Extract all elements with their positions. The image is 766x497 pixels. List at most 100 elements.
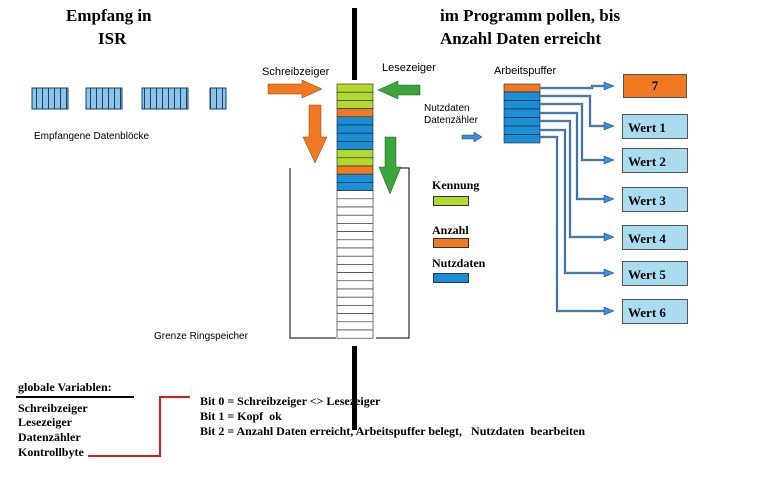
ring-buffer-cell-empty	[336, 296, 374, 306]
legend-kennung-swatch	[433, 196, 469, 206]
ring-buffer	[336, 83, 374, 339]
work-buffer-cell-nutzdaten	[503, 108, 541, 118]
global-var-lesezeiger: Lesezeiger	[18, 415, 72, 429]
ring-buffer-cell-anzahl	[336, 108, 374, 118]
received-data-blocks	[31, 87, 227, 110]
ring-buffer-cell-empty	[336, 329, 374, 339]
empfangene-datenbloecke-label: Empfangene Datenblöcke	[34, 131, 150, 142]
ring-buffer-cell-empty	[336, 321, 374, 331]
datenzaehler-arrow	[461, 131, 483, 143]
connector-line-6	[540, 135, 606, 313]
output-box-wert3: Wert 3	[622, 187, 688, 212]
work-buffer-cell-anzahl	[503, 83, 541, 93]
ring-buffer-cell-empty	[336, 223, 374, 232]
ring-buffer-cell-empty	[336, 247, 374, 257]
output-box-wert1: Wert 1	[622, 114, 688, 139]
lesezeiger-label: Lesezeiger	[382, 62, 436, 74]
ring-buffer-cell-empty	[336, 239, 374, 249]
connector-line-5	[540, 128, 606, 275]
arbeitspuffer-buffer	[503, 83, 541, 144]
kontrollbyte-connector	[88, 396, 190, 457]
lesezeiger-arrow	[377, 80, 421, 100]
output-box-wert2: Wert 2	[622, 148, 688, 173]
ring-buffer-cell-empty	[336, 264, 374, 273]
global-var-kontrollbyte: Kontrollbyte	[18, 445, 84, 459]
ring-buffer-cell-empty	[336, 305, 374, 314]
ring-buffer-cell-empty	[336, 190, 374, 200]
schreibzeiger-label: Schreibzeiger	[262, 66, 330, 78]
connector-arrowhead-3	[603, 194, 615, 204]
legend-anzahl-label: Anzahl	[432, 223, 469, 237]
work-buffer-cell-nutzdaten	[503, 125, 541, 135]
work-buffer-cell-nutzdaten	[503, 117, 541, 127]
ring-buffer-cell-nutzdaten	[336, 124, 374, 134]
ring-buffer-cell-empty	[336, 288, 374, 298]
legend-anzahl-swatch	[433, 238, 469, 248]
ring-buffer-cell-kennung	[336, 83, 374, 93]
connector-arrowhead-5	[603, 268, 615, 278]
legend-kennung-label: Kennung	[432, 178, 480, 192]
output-box-wert5: Wert 5	[622, 261, 688, 286]
ring-buffer-cell-kennung	[336, 149, 374, 159]
connector-arrowhead-4	[603, 232, 615, 242]
arbeitspuffer-label: Arbeitspuffer	[494, 65, 557, 77]
center-divider-top	[352, 8, 357, 80]
lesezeiger-down-arrow	[378, 136, 402, 195]
bit1-description: Bit 1 = Kopf ok	[200, 409, 282, 423]
ring-buffer-cell-nutzdaten	[336, 173, 374, 183]
ring-buffer-cell-empty	[336, 272, 374, 282]
output-connectors	[540, 81, 615, 316]
ring-buffer-cell-nutzdaten	[336, 182, 374, 191]
global-var-datenzaehler: Datenzähler	[18, 430, 81, 444]
datenzaehler-label: Datenzähler	[424, 115, 478, 126]
ring-buffer-cell-empty	[336, 255, 374, 265]
connector-line-3	[540, 112, 606, 200]
globals-heading: globale Variablen:	[18, 380, 112, 394]
connector-arrowhead-1	[603, 121, 615, 131]
ring-buffer-cell-empty	[336, 313, 374, 323]
ring-buffer-cell-nutzdaten	[336, 116, 374, 126]
ring-buffer-cell-empty	[336, 206, 374, 216]
ring-buffer-cell-empty	[336, 198, 374, 208]
ring-buffer-cell-empty	[336, 280, 374, 290]
connector-arrowhead-2	[603, 155, 615, 165]
ring-buffer-cell-nutzdaten	[336, 132, 374, 142]
legend-nutzdaten-label: Nutzdaten	[432, 256, 486, 270]
bit0-description: Bit 0 = Schreibzeiger <> Lesezeiger	[200, 394, 381, 408]
title-left-line1: Empfang in	[66, 6, 152, 25]
center-divider-bottom	[352, 346, 357, 430]
nutzdaten-label: Nutzdaten	[424, 103, 470, 114]
connector-line-1	[540, 95, 606, 127]
connector-arrowhead-0	[603, 81, 615, 91]
work-buffer-cell-nutzdaten	[503, 134, 541, 144]
grenze-ringspeicher-label: Grenze Ringspeicher	[154, 331, 248, 342]
connector-line-2	[540, 103, 606, 161]
work-buffer-cell-nutzdaten	[503, 100, 541, 110]
ring-buffer-cell-empty	[336, 214, 374, 224]
ring-buffer-cell-kennung	[336, 100, 374, 109]
ring-buffer-cell-kennung	[336, 157, 374, 167]
legend-nutzdaten-swatch	[433, 273, 469, 283]
title-right-line1: im Programm pollen, bis	[440, 6, 621, 25]
ring-buffer-cell-empty	[336, 231, 374, 241]
work-buffer-cell-nutzdaten	[503, 91, 541, 101]
global-var-schreibzeiger: Schreibzeiger	[18, 401, 88, 415]
ring-buffer-cell-anzahl	[336, 165, 374, 175]
title-left-line2: ISR	[98, 29, 127, 48]
connector-line-0	[540, 85, 606, 89]
connector-line-5	[540, 129, 606, 274]
output-box-wert6: Wert 6	[622, 299, 688, 324]
schreibzeiger-down-arrow	[302, 104, 328, 164]
connector-line-4	[540, 119, 606, 239]
schreibzeiger-arrow	[267, 79, 323, 99]
connector-line-6	[540, 136, 606, 312]
bit2-description: Bit 2 = Anzahl Daten erreicht, Arbeitspu…	[200, 424, 586, 438]
connector-line-4	[540, 120, 606, 238]
ring-buffer-cell-nutzdaten	[336, 141, 374, 150]
connector-arrowhead-6	[603, 306, 615, 316]
output-box-7: 7	[623, 74, 687, 98]
ring-buffer-cell-kennung	[336, 91, 374, 101]
title-right-line2: Anzahl Daten erreicht	[440, 29, 602, 48]
output-box-wert4: Wert 4	[622, 225, 688, 250]
